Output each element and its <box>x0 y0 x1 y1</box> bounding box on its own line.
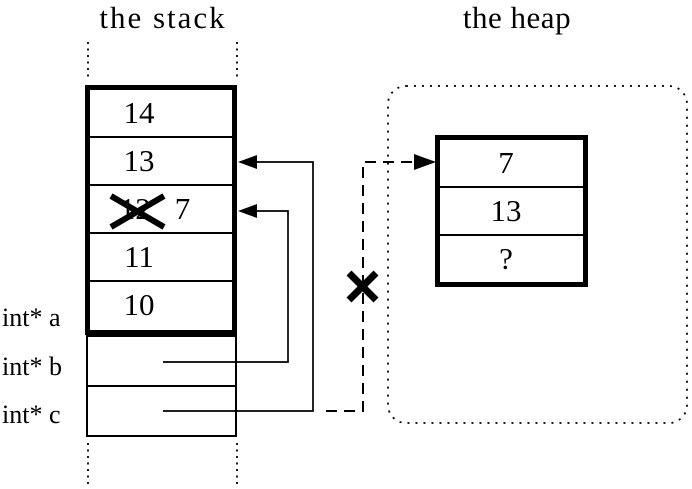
pointer-label-a: int* a <box>2 303 61 332</box>
stack-cell: 11 <box>90 234 232 282</box>
stack-cell-value: 10 <box>123 287 155 322</box>
heap-cell-value: 7 <box>498 145 514 180</box>
heap-cell: 13 <box>440 188 583 236</box>
heap-block: 7 13 ? <box>435 135 588 287</box>
dangling-pointer-dashed-line <box>326 161 413 412</box>
pointer-label-c: int* c <box>2 400 61 429</box>
pointer-b-arrowhead-icon <box>238 204 257 218</box>
heap-title: the heap <box>462 0 572 35</box>
stack-cell: 14 <box>90 90 232 138</box>
stack-cell-new-value: 7 <box>174 191 191 226</box>
stack-cell-value: 13 <box>123 143 155 178</box>
stack-cell-overwritten: 12 7 <box>90 186 232 234</box>
stack-cell: 13 <box>90 138 232 186</box>
pointer-variable-slots <box>86 335 237 437</box>
heap-cell: 7 <box>440 140 583 188</box>
stack-title: the stack <box>99 0 227 35</box>
heap-cell-value: ? <box>499 241 513 276</box>
stack-box: 14 13 12 7 11 10 <box>85 85 237 335</box>
stack-cell-value: 11 <box>124 239 154 274</box>
dangling-pointer-arrowhead-icon <box>414 154 436 170</box>
pointer-c-arrowhead-icon <box>238 155 257 169</box>
pointer-label-b: int* b <box>2 352 62 381</box>
stack-cell-old-value: 12 <box>119 191 151 226</box>
heap-cell-value: 13 <box>490 193 522 228</box>
pointer-slot-c <box>88 387 235 437</box>
stack-cell: 10 <box>90 282 232 328</box>
broken-pointer-x-icon <box>346 270 379 303</box>
stack-cell-value: 14 <box>123 95 155 130</box>
heap-cell: ? <box>440 236 583 282</box>
pointer-slot-b <box>88 337 235 387</box>
